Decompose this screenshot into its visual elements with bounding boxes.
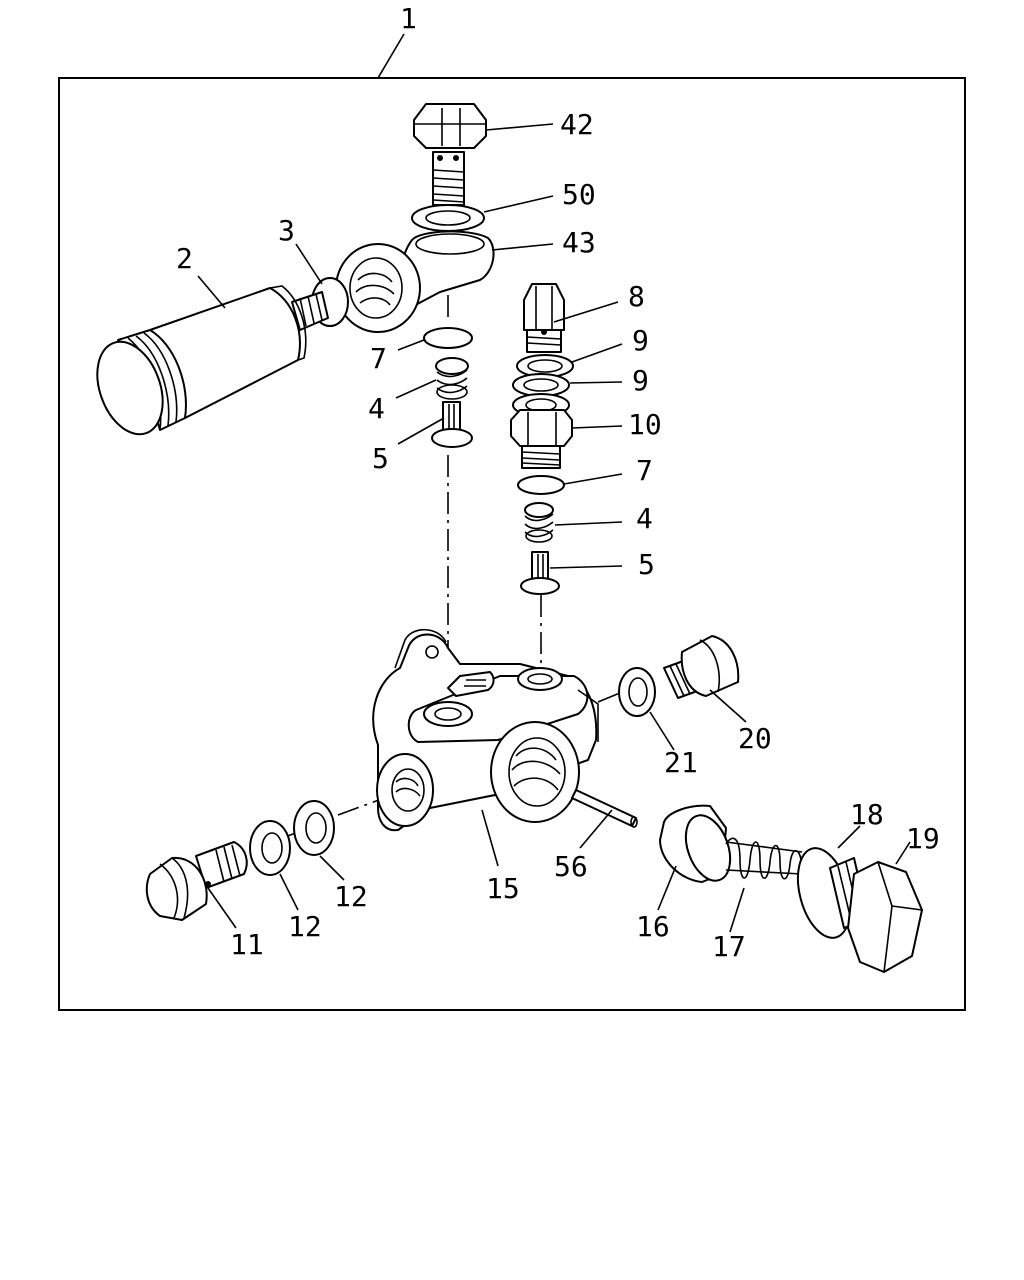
leader-assembly <box>377 33 405 79</box>
washer-12-a <box>293 800 335 856</box>
callout-7-upper: 7 <box>370 342 387 375</box>
callout-50: 50 <box>562 178 596 211</box>
valve-5-lower <box>520 551 560 595</box>
banjo-bolt-42 <box>413 103 487 206</box>
valve-disc-7-lower <box>517 475 565 495</box>
callout-3: 3 <box>278 214 295 247</box>
callout-4-lower: 4 <box>636 502 653 535</box>
callout-12-a: 12 <box>334 880 368 913</box>
washer-50 <box>411 204 485 232</box>
callout-11: 11 <box>230 928 264 961</box>
pin-56 <box>571 789 638 828</box>
assembly-frame <box>58 77 966 1011</box>
callout-20: 20 <box>738 722 772 755</box>
plug-19 <box>829 857 923 973</box>
banjo-fitting-43 <box>335 230 495 333</box>
callout-56: 56 <box>554 850 588 883</box>
washer-12-b <box>249 820 291 876</box>
callout-18: 18 <box>850 798 884 831</box>
valve-5-upper <box>431 401 473 448</box>
washer-21 <box>618 667 656 717</box>
callout-17: 17 <box>712 930 746 963</box>
leader-lines <box>197 123 911 933</box>
spring-17 <box>725 837 803 880</box>
banjo-bolt-8 <box>523 283 565 353</box>
spring-4-upper <box>435 357 469 400</box>
callout-5-upper: 5 <box>372 442 389 475</box>
callout-42: 42 <box>560 108 594 141</box>
callout-9-b: 9 <box>632 364 649 397</box>
callout-5-lower: 5 <box>638 548 655 581</box>
callout-19: 19 <box>906 822 940 855</box>
callout-2: 2 <box>176 242 193 275</box>
sleeve-16 <box>659 804 732 883</box>
priming-pump-2 <box>96 285 329 436</box>
callout-7-lower: 7 <box>636 454 653 487</box>
callout-9-a: 9 <box>632 324 649 357</box>
plug-bolt-20 <box>663 635 740 699</box>
callout-4-upper: 4 <box>368 392 385 425</box>
pump-housing-15 <box>372 628 599 832</box>
valve-disc-7-upper <box>423 327 473 349</box>
callout-21: 21 <box>664 746 698 779</box>
callout-assembly: 1 <box>400 2 417 35</box>
callout-43: 43 <box>562 226 596 259</box>
callout-15: 15 <box>486 872 520 905</box>
banjo-bolt-11 <box>145 841 248 921</box>
spring-4-lower <box>524 502 554 543</box>
callout-8: 8 <box>628 280 645 313</box>
callout-10: 10 <box>628 408 662 441</box>
valve-holder-10 <box>510 393 573 469</box>
callout-12-b: 12 <box>288 910 322 943</box>
washer-9-b <box>512 373 570 397</box>
callout-16: 16 <box>636 910 670 943</box>
